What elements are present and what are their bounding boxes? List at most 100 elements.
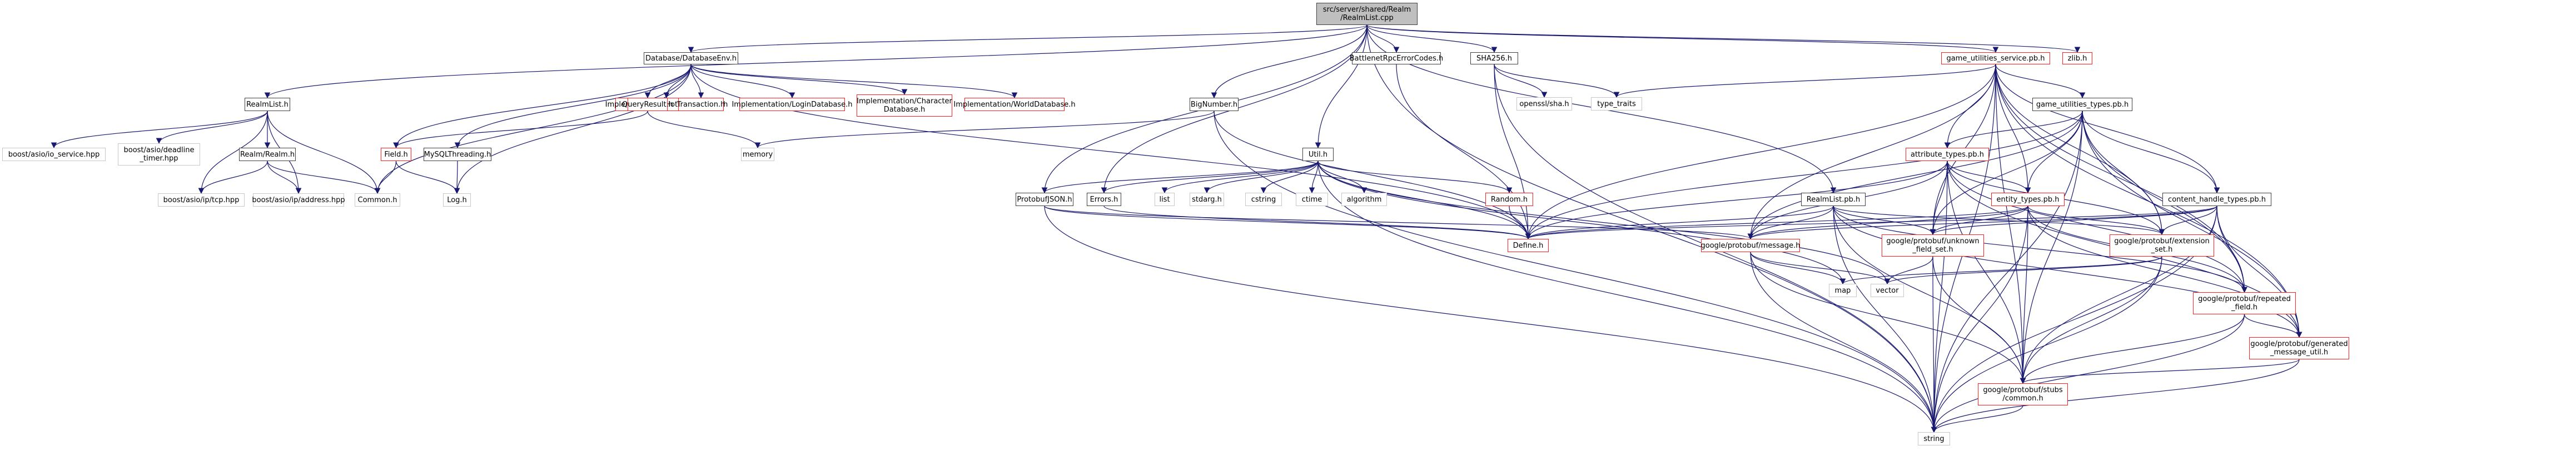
edge-realmrealm-to-tcp [198, 161, 268, 194]
edge-protobufjson-to-define [1044, 206, 1531, 240]
edge-dbenv-to-mysqlthreading [454, 64, 692, 149]
edge-protobufjson-to-message [1044, 206, 1753, 240]
node-gus[interactable]: game_utilities_service.pb.h [1941, 52, 2050, 64]
node-errors[interactable]: Errors.h [1087, 193, 1121, 206]
edge-gus-to-gut [1995, 64, 2086, 99]
edge-realmlisth-to-io_service [51, 111, 268, 149]
node-dbenv[interactable]: Database/DatabaseEnv.h [644, 52, 738, 64]
edge-util-to-list [1161, 161, 1319, 194]
edge-gut-to-unknownfs [1929, 111, 2083, 235]
node-random[interactable]: Random.h [1485, 193, 1533, 206]
edge-realmlistpb-to-message [1747, 206, 1834, 240]
node-realmrealm[interactable]: Realm/Realm.h [239, 148, 296, 161]
edge-gut-to-define [1525, 111, 2083, 240]
edge-realmlistpb-to-unknownfs [1833, 206, 1936, 235]
edge-util-to-map [1317, 161, 1846, 285]
edge-protobufjson-to-string [1044, 206, 1937, 433]
node-field[interactable]: Field.h [381, 148, 411, 161]
edge-contenthandle-to-extset [2159, 206, 2217, 235]
node-stubscommon[interactable]: google/protobuf/stubs /common.h [1978, 383, 2068, 405]
node-util[interactable]: Util.h [1302, 148, 1334, 161]
node-map: map [1829, 284, 1857, 297]
node-ctime: ctime [1296, 193, 1328, 206]
edge-util-to-vector [1317, 161, 1891, 285]
edge-sha256-to-opensslsha [1494, 64, 1548, 98]
node-realmlistpb[interactable]: RealmList.pb.h [1801, 193, 1866, 206]
edge-bignumber-to-define [1214, 111, 1531, 240]
node-define[interactable]: Define.h [1508, 239, 1549, 252]
node-string: string [1918, 432, 1950, 445]
node-realmlisth[interactable]: RealmList.h [245, 98, 290, 111]
edge-dbenv-to-worlddb [690, 64, 1018, 99]
edge-dbenv-to-define [690, 64, 1531, 240]
edge-gut-to-string [1931, 111, 2083, 433]
edge-util-to-ctime [1309, 161, 1319, 194]
node-typetraits: type_traits [1591, 97, 1642, 111]
node-gut[interactable]: game_utilities_types.pb.h [2032, 98, 2132, 111]
edge-root-to-zlib [1366, 24, 2080, 53]
edge-gus-to-typetraits [1613, 64, 1996, 98]
edge-entitytypes-to-message [1747, 206, 2028, 240]
node-sha256[interactable]: SHA256.h [1470, 52, 1518, 64]
node-root[interactable]: src/server/shared/Realm /RealmList.cpp [1316, 3, 1418, 25]
edge-queryresult-to-field [393, 111, 648, 149]
edge-dbenv-to-hotfix [663, 64, 692, 99]
edge-contenthandle-to-define [1525, 206, 2217, 240]
edge-genmsg-to-stubscommon [2020, 359, 2300, 384]
node-extset[interactable]: google/protobuf/extension _set.h [2110, 234, 2214, 257]
edge-contenthandle-to-genmsg [2216, 206, 2303, 338]
node-unknownfs[interactable]: google/protobuf/unknown _field_set.h [1882, 234, 1984, 257]
edge-gus-to-genmsg [1995, 64, 2303, 338]
edge-dbenv-to-field [393, 64, 692, 149]
node-mysqlthreading[interactable]: MySQLThreading.h [424, 148, 491, 161]
edge-entitytypes-to-define [1525, 206, 2028, 240]
edge-realmlisth-to-deadline [156, 111, 268, 144]
edge-root-to-bignumber [1211, 24, 1367, 99]
edge-root-to-dbenv [688, 24, 1367, 53]
edge-gut-to-message [1747, 111, 2083, 240]
node-bignumber[interactable]: BigNumber.h [1190, 98, 1239, 111]
node-worlddb[interactable]: Implementation/WorldDatabase.h [953, 98, 1076, 111]
edge-root-to-util [1315, 24, 1367, 149]
node-chardb[interactable]: Implementation/Character Database.h [857, 94, 952, 117]
node-queryresult[interactable]: QueryResult.h [622, 98, 673, 111]
node-repeated[interactable]: google/protobuf/repeated _field.h [2193, 292, 2296, 314]
edge-dbenv-to-queryresult [644, 64, 692, 99]
node-transaction[interactable]: Transaction.h [677, 98, 725, 111]
edge-realmlistpb-to-repeated [1833, 206, 2247, 293]
node-logindb[interactable]: Implementation/LoginDatabase.h [732, 98, 853, 111]
edge-sha256-to-typetraits [1494, 64, 1620, 98]
edge-dbenv-to-common [374, 64, 692, 194]
edge-stubscommon-to-string [1931, 405, 2023, 433]
edge-bignumber-to-memory [754, 111, 1215, 149]
node-attrtypes[interactable]: attribute_types.pb.h [1906, 148, 1989, 161]
edge-message-to-stubscommon [1750, 252, 2026, 384]
edge-dbenv-to-transaction [690, 64, 704, 99]
node-vector: vector [1871, 284, 1904, 297]
edge-attrtypes-to-unknownfs [1929, 161, 1948, 235]
edge-util-to-string [1317, 161, 1937, 433]
edge-extset-to-stubscommon [2020, 256, 2162, 384]
edge-realmrealm-to-common [267, 161, 381, 194]
edge-extset-to-vector [1884, 256, 2162, 285]
edge-entitytypes-to-unknownfs [1929, 206, 2028, 235]
edge-attrtypes-to-entitytypes [1947, 161, 2031, 194]
node-message[interactable]: google/protobuf/message.h [1701, 239, 1800, 252]
edge-util-to-random [1317, 161, 1513, 194]
edge-realmrealm-to-address [267, 161, 302, 194]
node-address: boost/asio/ip/address.hpp [252, 193, 345, 207]
node-protobufjson[interactable]: ProtobufJSON.h [1016, 193, 1073, 206]
node-entitytypes[interactable]: entity_types.pb.h [1991, 193, 2065, 206]
edge-realmlistpb-to-define [1525, 206, 1834, 240]
node-genmsg[interactable]: google/protobuf/generated _message_util.… [2249, 337, 2349, 359]
edge-sha256-to-define [1494, 64, 1531, 240]
node-io_service: boost/asio/io_service.hpp [2, 148, 106, 161]
node-opensslsha: openssl/sha.h [1516, 97, 1572, 111]
edge-root-to-bnet [1366, 24, 1400, 53]
node-zlib[interactable]: zlib.h [2062, 52, 2092, 64]
node-bnet[interactable]: BattlenetRpcErrorCodes.h [1350, 52, 1443, 64]
node-contenthandle[interactable]: content_handle_types.pb.h [2162, 193, 2271, 206]
edge-field-to-common [374, 161, 397, 194]
node-cstring: cstring [1245, 193, 1282, 206]
